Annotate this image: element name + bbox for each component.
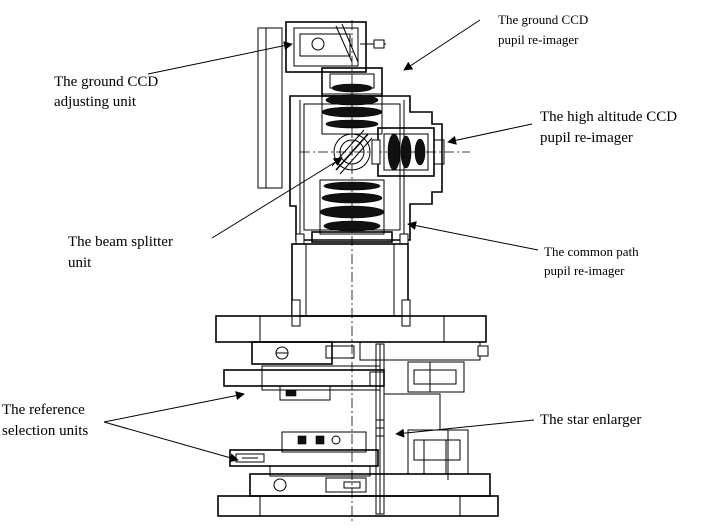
- callout-arrows: [103, 19, 539, 463]
- svg-text:The reference: The reference: [2, 402, 85, 418]
- arrow-ground-ccd-adjusting: [147, 41, 293, 75]
- main-housing: [289, 95, 443, 241]
- lower-reference-selection-stage: [229, 431, 379, 477]
- support-column: [291, 243, 411, 327]
- right-side-assembly: [407, 361, 469, 475]
- high-altitude-ccd-tube: [371, 127, 445, 177]
- svg-text:pupil re-imager: pupil re-imager: [540, 130, 633, 146]
- svg-text:unit: unit: [68, 255, 92, 271]
- label-ground-ccd-pupil: The ground CCD pupil re-imager: [498, 12, 588, 47]
- svg-text:adjusting unit: adjusting unit: [54, 94, 137, 110]
- mechanical-drawing: [215, 20, 499, 523]
- arrow-common-path: [407, 221, 539, 251]
- upper-reference-selection-stage: [223, 341, 489, 401]
- label-star-enlarger: The star enlarger: [540, 412, 641, 428]
- svg-text:pupil re-imager: pupil re-imager: [544, 263, 625, 278]
- label-high-altitude-ccd: The high altitude CCD pupil re-imager: [540, 109, 677, 146]
- arrow-high-altitude-ccd: [447, 123, 533, 145]
- label-beam-splitter: The beam splitter unit: [68, 234, 173, 271]
- arrow-reference-selection-upper: [103, 391, 245, 423]
- label-common-path: The common path pupil re-imager: [544, 244, 639, 278]
- svg-text:The ground CCD: The ground CCD: [54, 74, 158, 90]
- svg-text:The common path: The common path: [544, 244, 639, 259]
- svg-text:pupil re-imager: pupil re-imager: [498, 32, 579, 47]
- bottom-base: [217, 473, 499, 517]
- arrow-star-enlarger: [395, 419, 535, 438]
- base-plate: [215, 315, 487, 343]
- upper-lens-group: [321, 93, 383, 135]
- arrow-beam-splitter: [211, 157, 343, 239]
- arrow-reference-selection-lower: [103, 421, 239, 463]
- arrow-ground-ccd-pupil: [403, 19, 481, 71]
- svg-text:The high altitude CCD: The high altitude CCD: [540, 109, 677, 125]
- svg-text:The star enlarger: The star enlarger: [540, 412, 641, 428]
- label-reference-selection: The reference selection units: [2, 402, 88, 439]
- svg-text:The ground CCD: The ground CCD: [498, 12, 588, 27]
- lower-lens-group: [295, 179, 409, 245]
- svg-text:The beam splitter: The beam splitter: [68, 234, 173, 250]
- ground-ccd-pupil-reimager-tube: [321, 67, 383, 97]
- label-ground-ccd-adjusting: The ground CCD adjusting unit: [54, 74, 158, 110]
- svg-text:selection units: selection units: [2, 423, 88, 439]
